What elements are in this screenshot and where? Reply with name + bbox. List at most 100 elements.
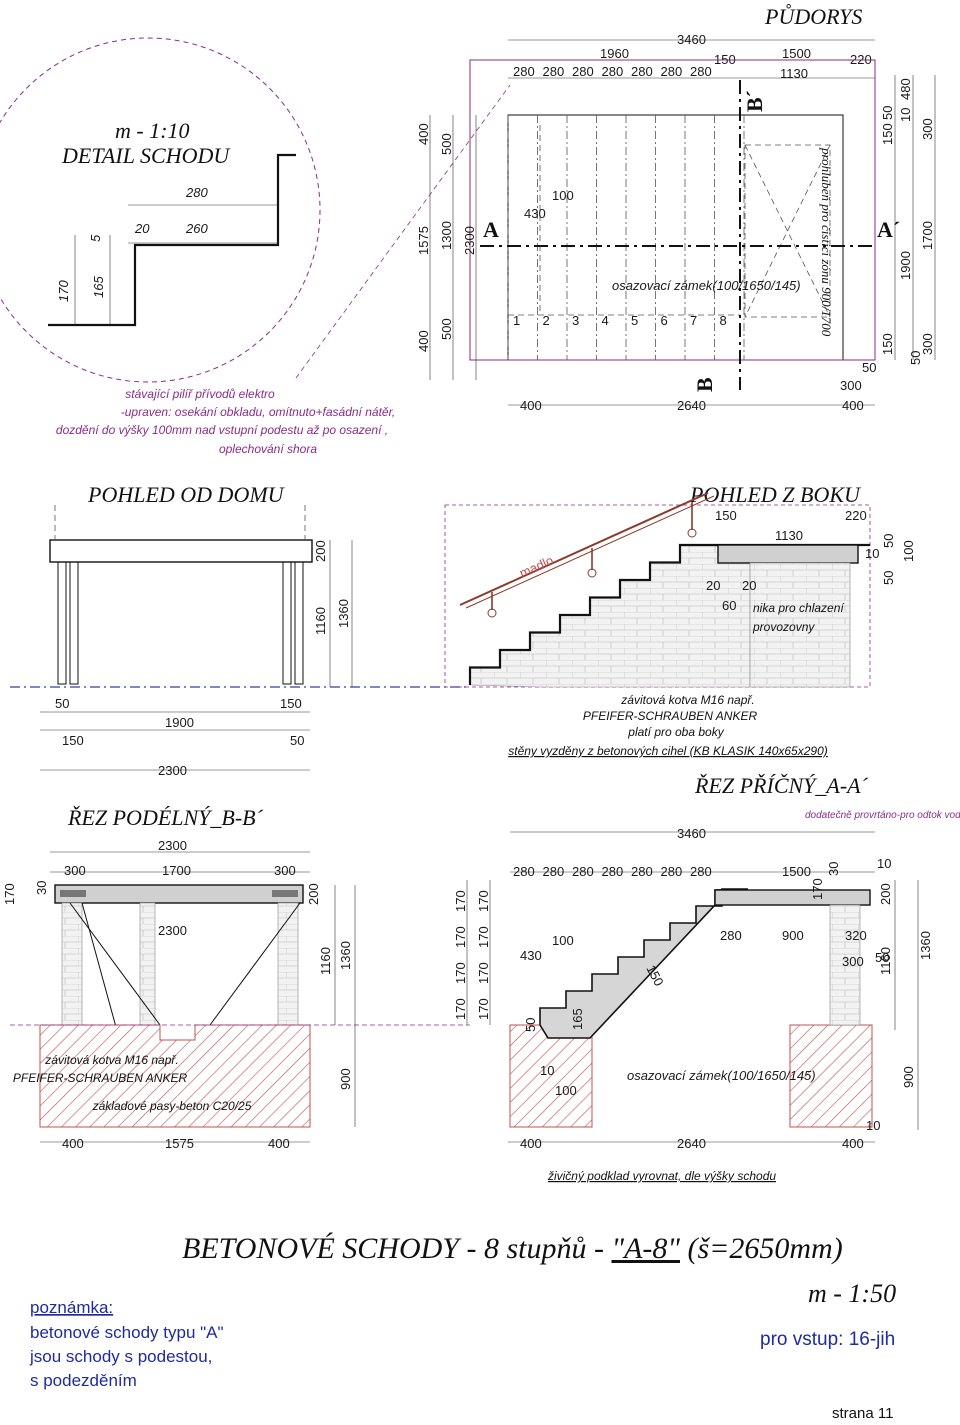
- podklad-note: živičný podklad vyrovnat, dle výšky scho…: [547, 1169, 776, 1183]
- pud-right-1900: 1900: [898, 251, 913, 280]
- elektro-note-line-4: oplechování shora: [219, 442, 317, 456]
- detail-dim-5: 5: [88, 234, 103, 242]
- pudorys-bottom-400b: 400: [842, 398, 864, 413]
- side-brick-wall: [469, 544, 751, 688]
- rb-bottom-400a: 400: [62, 1136, 84, 1151]
- rb-dim-300a: 300: [64, 863, 86, 878]
- madlo-rail-lower: [465, 495, 715, 609]
- section-mark-B2: B´: [742, 90, 767, 112]
- side-dim-50b: 50: [881, 571, 896, 585]
- rp-dim-320: 320: [845, 928, 867, 943]
- main-title: BETONOVÉ SCHODY - 8 stupňů - "A-8" (š=26…: [182, 1232, 843, 1265]
- pohled-domu-title: POHLED OD DOMU: [87, 482, 286, 507]
- side-dim-10: 10: [865, 546, 879, 561]
- elektro-note-line-2: -upraven: osekání obkladu, omítnuto+fasá…: [121, 405, 396, 419]
- rez-pricny: ŘEZ PŘÍČNÝ_A-A´ dodatečně provrtáno-pro …: [453, 773, 960, 1183]
- pudorys-dim-1960: 1960: [600, 46, 629, 61]
- rb-wall-mid: [139, 902, 156, 1026]
- madlo-anchor-2: [587, 568, 597, 578]
- rp-dim-280: 280: [720, 928, 742, 943]
- step-number: 3: [572, 313, 579, 328]
- rp-dim-100b: 100: [555, 1083, 577, 1098]
- pudorys-dim-430: 430: [524, 206, 546, 221]
- detail-dim-280: 280: [185, 185, 208, 200]
- main-title-text: BETONOVÉ SCHODY - 8 stupňů -: [182, 1232, 611, 1265]
- detail-leader: [295, 84, 511, 379]
- pohled-z-boku: POHLED Z BOKU madlo 150 1130 220 10 20 2…: [444, 482, 916, 758]
- rp-tread-dim: 280: [513, 864, 535, 879]
- nika-line-2: provozovny: [752, 620, 815, 634]
- rp-dim-30: 30: [826, 862, 841, 876]
- side-landing-slab: [717, 544, 859, 564]
- rez-podelny-title: ŘEZ PODÉLNÝ_B-B´: [67, 805, 264, 830]
- pud-right-150: 150: [880, 123, 895, 145]
- pud-right-480: 480: [898, 78, 913, 100]
- side-dim-220: 220: [845, 508, 867, 523]
- step-number: 1: [513, 313, 520, 328]
- front-dim-1360: 1360: [336, 599, 351, 628]
- elektro-note-line-3: dozdění do výšky 100mm nad vstupní podes…: [56, 423, 388, 437]
- front-dim-150b: 150: [62, 733, 84, 748]
- detail-circle: [0, 37, 321, 383]
- rb-anchor-left: [60, 890, 86, 897]
- step-number: 4: [602, 313, 609, 328]
- rp-dim-1500: 1500: [782, 864, 811, 879]
- pudorys-left-400a: 400: [416, 123, 431, 145]
- rp-zamek: osazovací zámek(100/1650/145): [627, 1068, 816, 1083]
- detail-schodu: m - 1:10 DETAIL SCHODU 280 20 260 5 170 …: [0, 37, 321, 383]
- poznamka-label: poznámka:: [30, 1298, 113, 1317]
- front-dim-150a: 150: [280, 696, 302, 711]
- rb-anchor-right: [272, 890, 298, 897]
- pudorys-tread-dim: 280: [543, 64, 565, 79]
- rb-kotva-1: závitová kotva M16 např.: [44, 1053, 178, 1067]
- detail-scale: m - 1:10: [115, 118, 190, 143]
- elektro-note: stávající pilíř přívodů elektro -upraven…: [56, 387, 395, 456]
- pudorys-tread-dim: 280: [572, 64, 594, 79]
- front-dim-1900: 1900: [165, 715, 194, 730]
- detail-step-profile: [48, 153, 296, 327]
- rez-podelny: ŘEZ PODÉLNÝ_B-B´ 2300 300 1700 300 2300 …: [2, 805, 470, 1151]
- rp-dim-50-right: 50: [875, 950, 889, 965]
- pudorys-tread-dim: 280: [690, 64, 712, 79]
- rp-right-900: 900: [901, 1066, 916, 1088]
- rp-tread-dim: 280: [602, 864, 624, 879]
- step-number: 8: [720, 313, 727, 328]
- detail-title: DETAIL SCHODU: [61, 143, 231, 168]
- rp-dim-50: 50: [523, 1018, 538, 1032]
- front-pillar-r1: [282, 561, 292, 685]
- kotva-line-1: závitová kotva M16 např.: [620, 693, 754, 707]
- rp-riser-dim: 170: [476, 962, 491, 984]
- pudorys-purple-frame: [469, 59, 876, 361]
- rb-brace-2: [209, 902, 301, 1026]
- rb-dim-2300: 2300: [158, 838, 187, 853]
- pudorys-title: PŮDORYS: [764, 4, 862, 29]
- side-dim-20b: 20: [742, 578, 756, 593]
- pudorys-dim-100: 100: [552, 188, 574, 203]
- footer-scale: m - 1:50: [808, 1279, 896, 1308]
- rb-wall-right: [277, 902, 299, 1026]
- side-dim-100: 100: [901, 540, 916, 562]
- front-dim-50b: 50: [290, 733, 304, 748]
- rp-tread-dim: 280: [631, 864, 653, 879]
- rp-riser-dim: 170: [476, 998, 491, 1020]
- kotva-line-3: platí pro oba boky: [627, 725, 724, 739]
- rp-riser-dim: 170: [453, 926, 468, 948]
- side-dim-20a: 20: [706, 578, 720, 593]
- rb-bottom-400b: 400: [268, 1136, 290, 1151]
- rp-dim-170-land: 170: [810, 878, 825, 900]
- pudorys-bottom-400a: 400: [520, 398, 542, 413]
- side-step-profile: [468, 543, 870, 685]
- niche-diag-2: [744, 144, 831, 318]
- rp-bottom-400a: 400: [520, 1136, 542, 1151]
- detail-dim-165: 165: [91, 276, 106, 298]
- rp-riser-dim: 170: [453, 962, 468, 984]
- pudorys-left-500b: 500: [439, 318, 454, 340]
- main-title-code: "A-8": [611, 1232, 680, 1265]
- rb-pasy: základové pasy-beton C20/25: [92, 1099, 252, 1113]
- pudorys-tread-dim: 280: [513, 64, 535, 79]
- pudorys-treads: [507, 115, 745, 360]
- pohled-boku-title: POHLED Z BOKU: [689, 482, 862, 507]
